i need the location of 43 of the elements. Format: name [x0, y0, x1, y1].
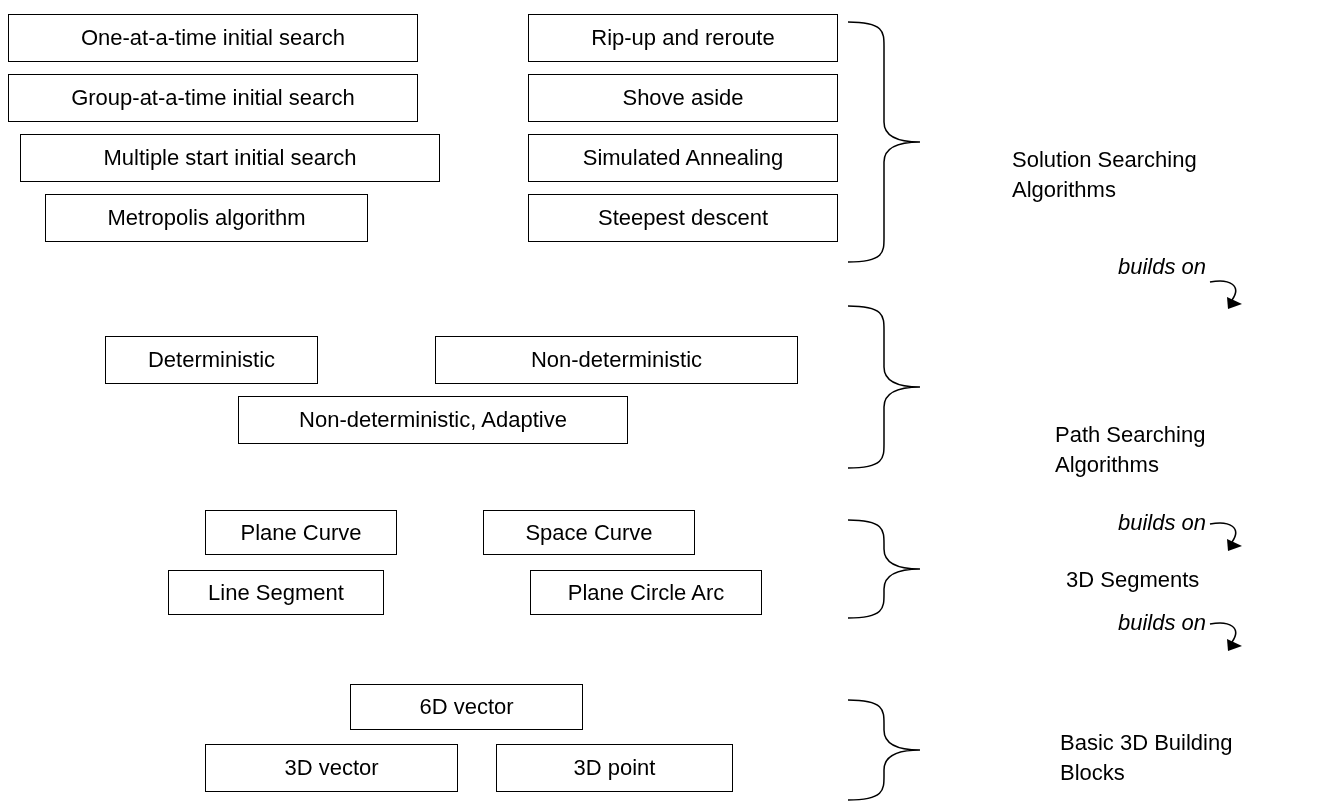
- box-label: 3D point: [573, 755, 656, 781]
- box-label: 3D vector: [284, 755, 379, 781]
- group-label: Solution Searching Algorithms: [1012, 146, 1198, 204]
- relation-label: builds on: [1118, 609, 1208, 637]
- box-label: Non-deterministic: [530, 347, 703, 373]
- process-box: [168, 570, 384, 615]
- box-label: Steepest descent: [598, 205, 768, 231]
- process-box: [530, 570, 762, 615]
- process-box: [238, 396, 628, 444]
- process-box: [528, 134, 838, 182]
- box-label: Rip-up and reroute: [591, 25, 775, 51]
- box-label: Line Segment: [208, 579, 344, 606]
- process-box: [45, 194, 368, 242]
- box-label: 6D vector: [419, 694, 514, 720]
- process-box: [350, 684, 583, 730]
- process-box: [528, 74, 838, 122]
- box-label: Group-at-a-time initial search: [71, 85, 355, 111]
- box-label: Metropolis algorithm: [107, 205, 306, 231]
- process-box: [105, 336, 318, 384]
- process-box: [483, 510, 695, 555]
- box-label: Plane Circle Arc: [567, 579, 725, 606]
- process-box: [205, 510, 397, 555]
- group-label: Path Searching Algorithms: [1055, 421, 1207, 479]
- box-label: Space Curve: [525, 519, 653, 546]
- relation-label: builds on: [1118, 509, 1208, 537]
- group-label: Basic 3D Building Blocks: [1060, 729, 1234, 787]
- box-label: Non-deterministic, Adaptive: [299, 407, 567, 433]
- box-label: Multiple start initial search: [103, 145, 357, 171]
- box-label: Plane Curve: [240, 519, 362, 546]
- process-box: [528, 14, 838, 62]
- process-box: [496, 744, 733, 792]
- process-box: [20, 134, 440, 182]
- group-label: 3D Segments: [1066, 566, 1201, 594]
- box-label: Shove aside: [622, 85, 744, 111]
- process-box: [435, 336, 798, 384]
- process-box: [8, 14, 418, 62]
- box-label: Simulated Annealing: [582, 145, 784, 171]
- process-box: [528, 194, 838, 242]
- relation-label: builds on: [1118, 253, 1208, 281]
- box-label: One-at-a-time initial search: [80, 25, 346, 51]
- box-label: Deterministic: [147, 347, 276, 373]
- process-box: [8, 74, 418, 122]
- process-box: [205, 744, 458, 792]
